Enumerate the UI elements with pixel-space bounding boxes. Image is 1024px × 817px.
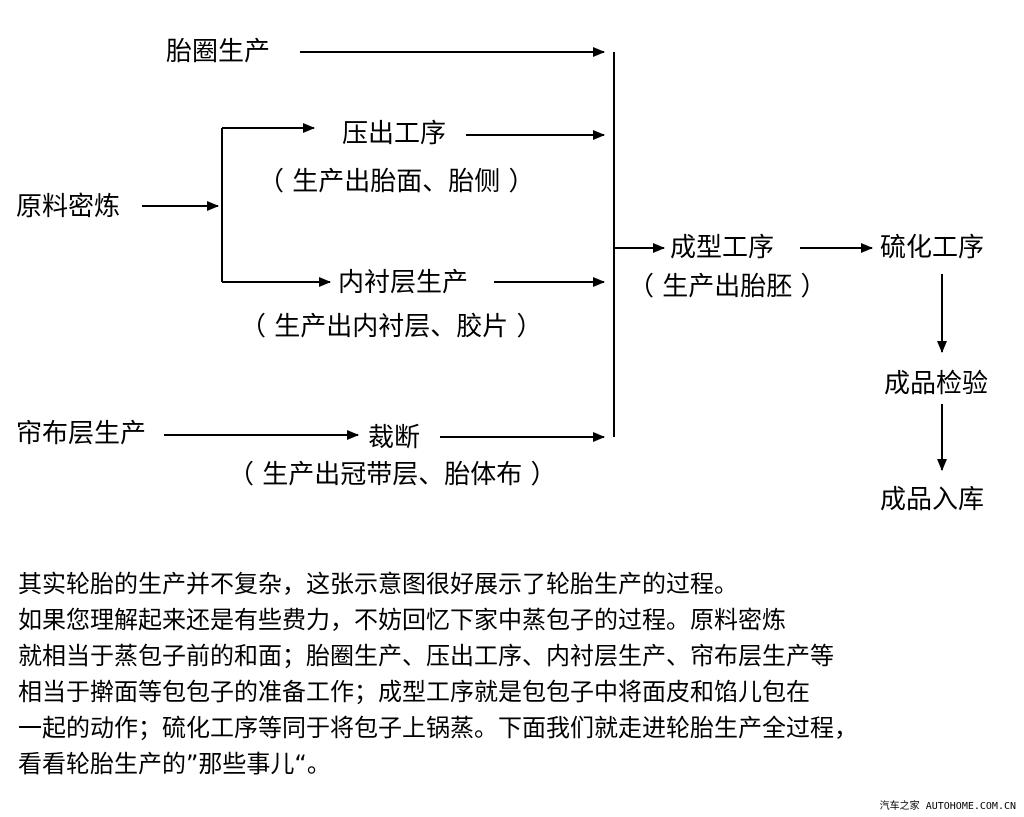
- watermark: 汽车之家 AUTOHOME.COM.CN: [879, 801, 1016, 812]
- node-building-sub: （ 生产出胎胚 ）: [628, 272, 827, 302]
- caption-line: 如果您理解起来还是有些费力，不妨回忆下家中蒸包子的过程。原料密炼: [18, 606, 786, 634]
- node-warehouse: 成品入库: [880, 484, 985, 516]
- node-cutting: 裁断: [368, 422, 421, 454]
- node-cutting-sub: （ 生产出冠带层、胎体布 ）: [228, 460, 557, 490]
- node-tire-bead: 胎圈生产: [166, 36, 271, 68]
- caption-line: 其实轮胎的生产并不复杂，这张示意图很好展示了轮胎生产的过程。: [18, 570, 738, 598]
- caption-line: 相当于擀面等包包子的准备工作；成型工序就是包包子中将面皮和馅儿包在: [18, 678, 810, 706]
- caption-text: 其实轮胎的生产并不复杂，这张示意图很好展示了轮胎生产的过程。 如果您理解起来还是…: [18, 566, 1018, 782]
- node-building: 成型工序: [670, 232, 775, 264]
- node-ply: 帘布层生产: [16, 418, 147, 450]
- node-inspection: 成品检验: [884, 368, 989, 400]
- node-extrusion: 压出工序: [342, 118, 447, 150]
- node-raw-mixing: 原料密炼: [16, 191, 121, 223]
- node-inner-liner-sub: （ 生产出内衬层、胶片 ）: [240, 312, 543, 342]
- node-extrusion-sub: （ 生产出胎面、胎侧 ）: [258, 167, 535, 197]
- node-curing: 硫化工序: [880, 232, 985, 264]
- node-inner-liner: 内衬层生产: [338, 267, 469, 299]
- caption-line: 一起的动作；硫化工序等同于将包子上锅蒸。下面我们就走进轮胎生产全过程，: [18, 714, 858, 742]
- caption-line: 看看轮胎生产的”那些事儿“。: [18, 750, 331, 778]
- caption-line: 就相当于蒸包子前的和面；胎圈生产、压出工序、内衬层生产、帘布层生产等: [18, 642, 834, 670]
